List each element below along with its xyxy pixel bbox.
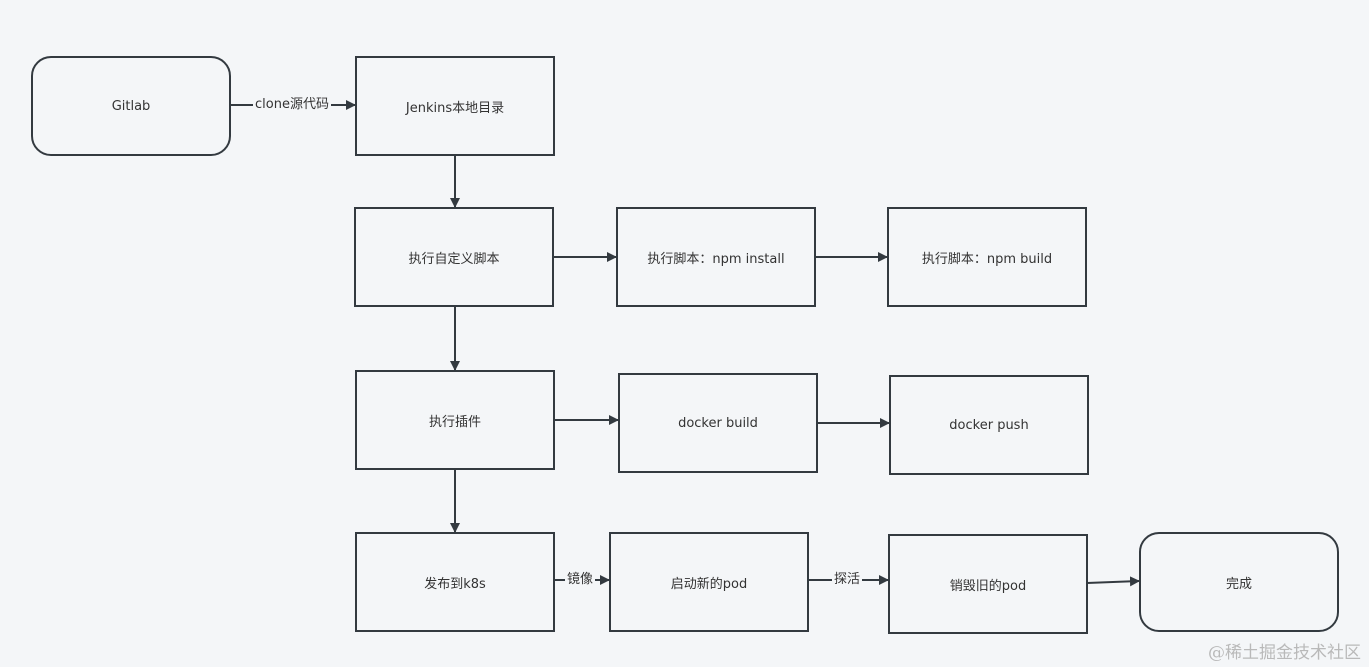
node-exec-custom-script[interactable]: 执行自定义脚本 <box>354 207 554 307</box>
node-jenkins-dir[interactable]: Jenkins本地目录 <box>355 56 555 156</box>
node-done-label: 完成 <box>1225 576 1252 592</box>
node-start-pod-label: 启动新的pod <box>670 576 748 592</box>
watermark: @稀土掘金技术社区 <box>1208 643 1361 663</box>
node-exec-plugin[interactable]: 执行插件 <box>355 370 555 470</box>
node-npm-build[interactable]: 执行脚本：npm build <box>887 207 1087 307</box>
edge-destroy-pod-to-done <box>1086 576 1140 587</box>
node-npm-install-label: 执行脚本：npm install <box>647 251 785 267</box>
node-docker-push[interactable]: docker push <box>889 375 1089 475</box>
node-done[interactable]: 完成 <box>1139 532 1339 632</box>
node-gitlab-label: Gitlab <box>111 98 151 114</box>
edge-label-clone: clone源代码 <box>253 97 331 113</box>
node-npm-install[interactable]: 执行脚本：npm install <box>616 207 816 307</box>
node-destroy-pod[interactable]: 销毁旧的pod <box>888 534 1088 634</box>
node-gitlab[interactable]: Gitlab <box>31 56 231 156</box>
node-npm-build-label: 执行脚本：npm build <box>921 251 1053 267</box>
node-destroy-pod-label: 销毁旧的pod <box>949 578 1027 594</box>
edge-label-probe: 探活 <box>832 572 863 588</box>
edge-label-image: 镜像 <box>565 572 596 588</box>
node-start-pod[interactable]: 启动新的pod <box>609 532 809 632</box>
node-jenkins-dir-label: Jenkins本地目录 <box>405 100 505 116</box>
node-exec-plugin-label: 执行插件 <box>428 414 481 430</box>
node-deploy-k8s-label: 发布到k8s <box>424 576 486 592</box>
node-docker-push-label: docker push <box>949 417 1029 433</box>
node-exec-custom-script-label: 执行自定义脚本 <box>408 251 500 267</box>
node-docker-build[interactable]: docker build <box>618 373 818 473</box>
node-docker-build-label: docker build <box>678 415 758 431</box>
node-deploy-k8s[interactable]: 发布到k8s <box>355 532 555 632</box>
